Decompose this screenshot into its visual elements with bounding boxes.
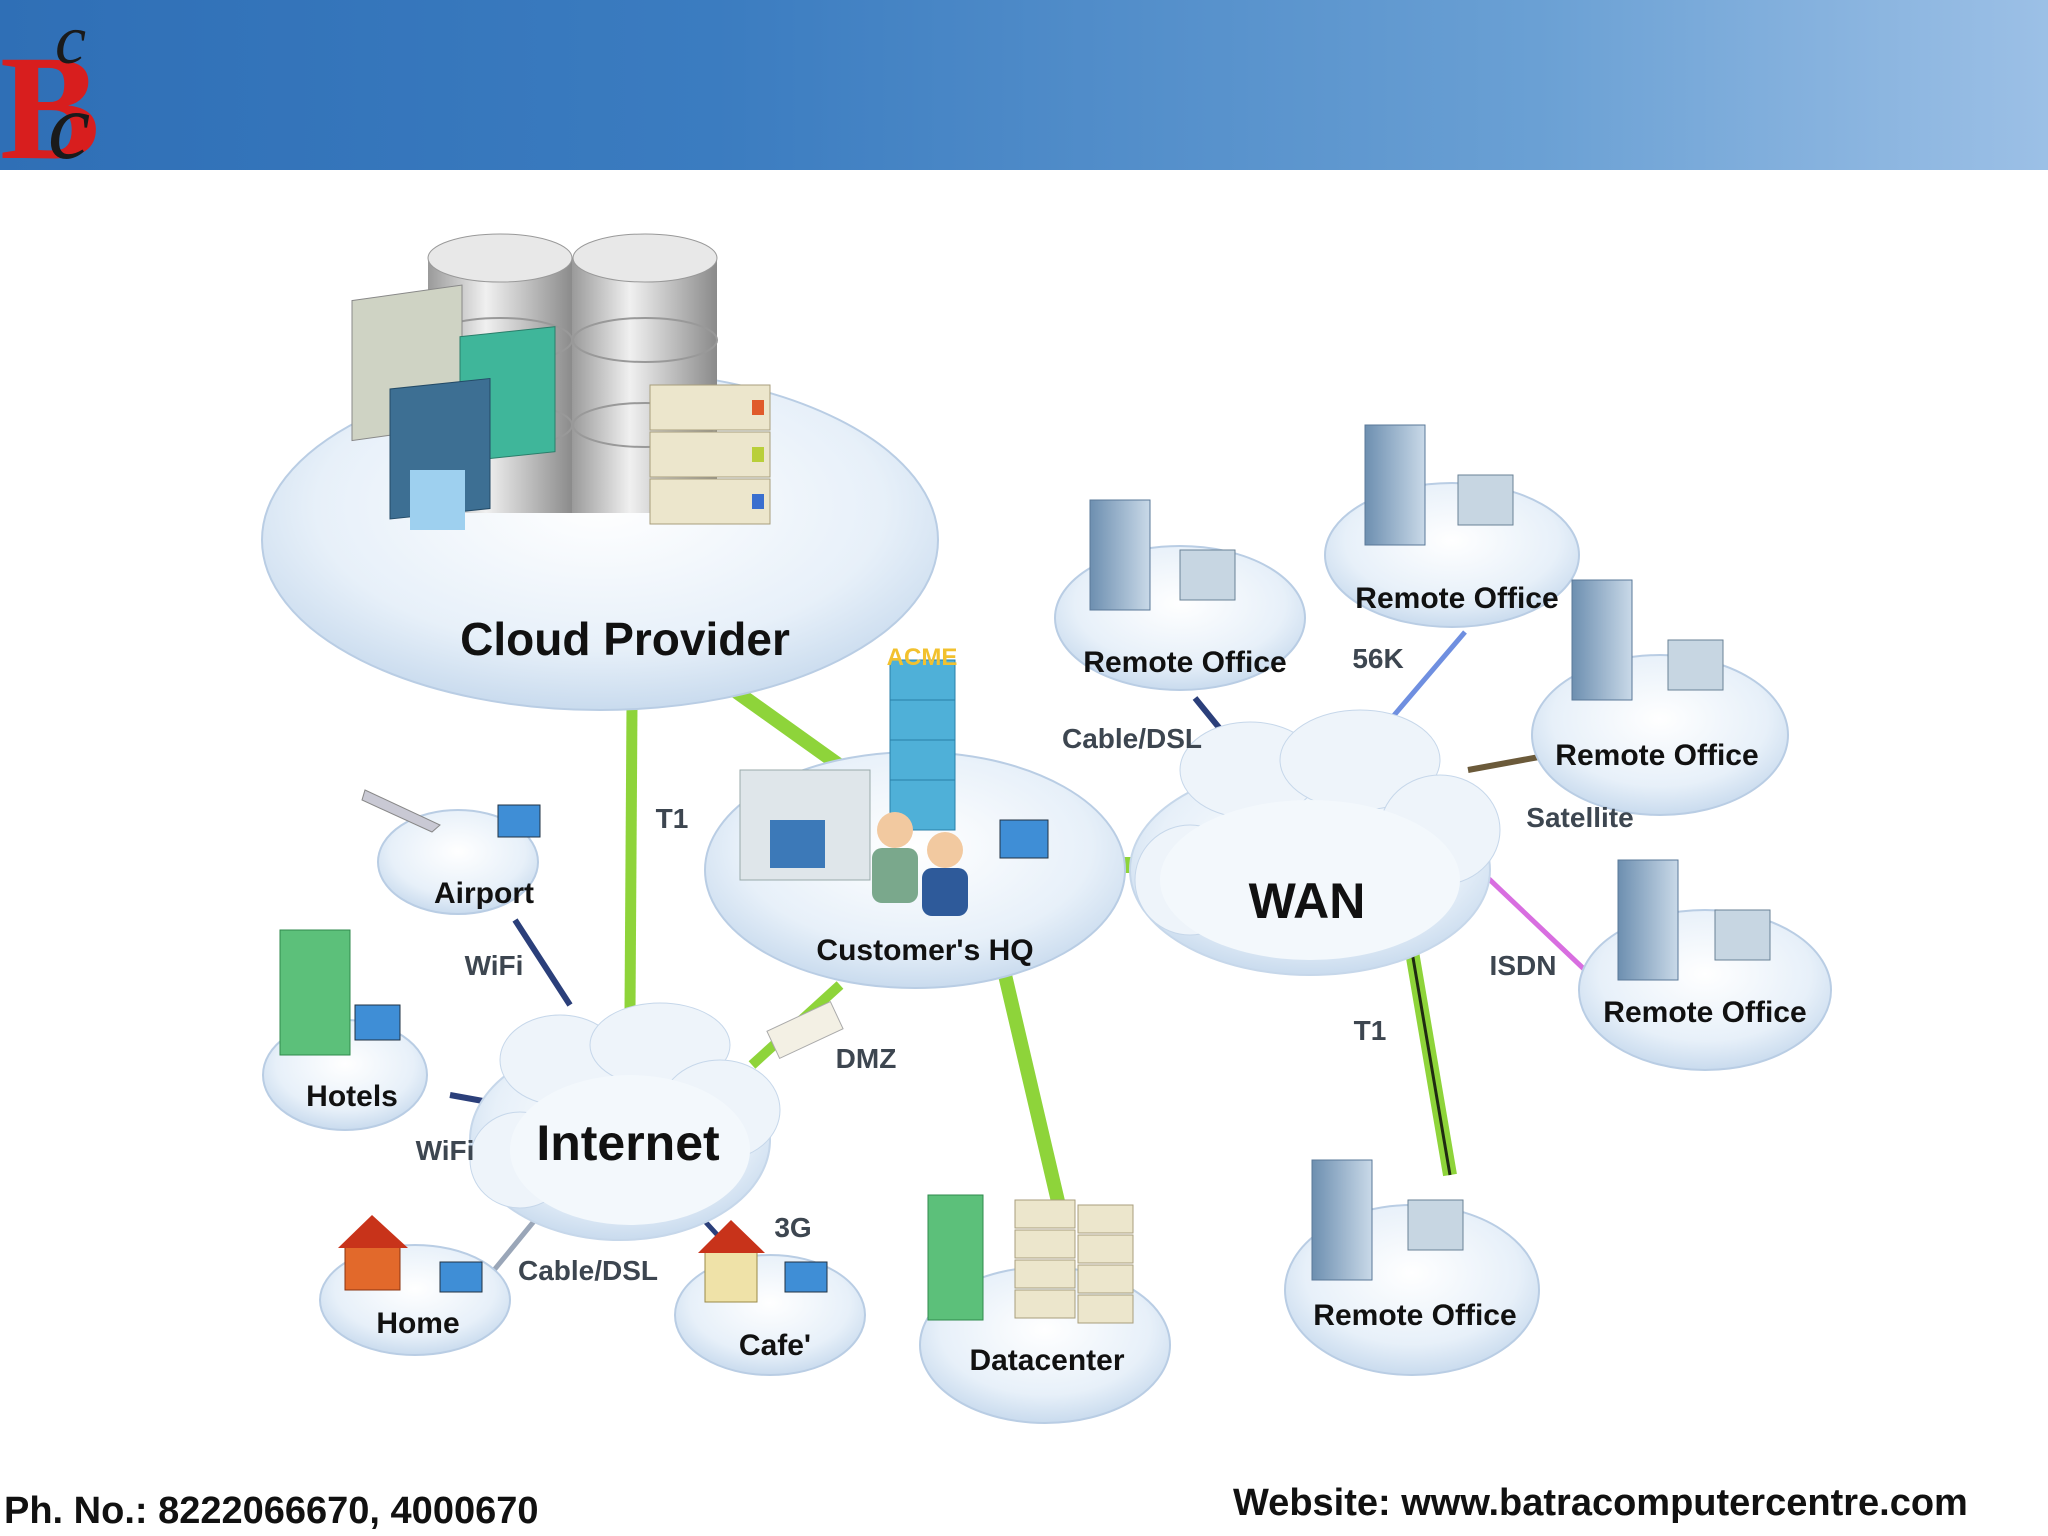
link-isdn [1486,876,1587,972]
airport-label: Airport [434,877,534,910]
office-building-icon [1089,499,1151,611]
cafe-building-icon [698,1220,765,1303]
wan-label: WAN [1249,873,1366,929]
link-cable-home [488,1218,537,1277]
link-hq-datacenter [998,973,1067,1212]
56k-label: 56K [1352,643,1403,674]
cafe-label: Cafe' [739,1329,811,1362]
green-rack-icon [927,1194,984,1321]
wifi-airport-label: WiFi [465,950,524,981]
phone-number: Ph. No.: 8222066670, 4000670 [4,1490,539,1532]
laptop-icon [999,819,1049,859]
dmz-label: DMZ [836,1043,897,1074]
datacenter-node: Datacenter [919,1194,1171,1424]
cafe-node: Cafe' [674,1220,866,1376]
remote-office-1-label: Remote Office [1083,646,1286,679]
cable-dsl-home-label: Cable/DSL [518,1255,658,1286]
satellite-label: Satellite [1526,802,1633,833]
wan-cloud: WAN [1129,709,1501,976]
laptop-icon [439,1261,483,1293]
remote-office-4-label: Remote Office [1603,996,1806,1029]
link-wifi-airport [512,918,573,1007]
link-56k [1388,630,1467,722]
customers-hq-node: ACME Customer's HQ [704,644,1126,989]
svg-text:c: c [48,73,90,168]
airplane-icon [361,789,441,833]
computer-icon [1457,474,1514,526]
cable-dsl-remote-label: Cable/DSL [1062,723,1202,754]
remote-office-node-5: Remote Office [1284,1159,1540,1376]
acme-building-icon: ACME [887,644,958,831]
laptop-icon [354,1004,401,1041]
office-building-icon [1311,1159,1373,1281]
people-icon [872,812,968,916]
server-stack-icon [1014,1199,1134,1324]
computer-icon [1667,639,1724,691]
internet-label: Internet [536,1115,720,1171]
remote-office-node-1: Remote Office [1054,499,1306,691]
remote-office-node-4: Remote Office [1578,859,1832,1071]
remote-office-5-label: Remote Office [1313,1299,1516,1332]
3g-cafe-label: 3G [774,1212,811,1243]
isdn-label: ISDN [1490,950,1557,981]
link-labels: T1 WiFi WiFi Cable/DSL 3G DMZ Cable/DSL … [416,643,1634,1286]
computer-icon [1179,549,1236,601]
network-diagram: Cloud Provider ACME Customer's HQ Airpor… [261,233,1832,1424]
t1-cloud-label: T1 [656,803,689,834]
internet-cloud: Internet [469,1002,781,1241]
computer-icon [1407,1199,1464,1251]
home-label: Home [376,1307,459,1340]
cloud-provider-node: Cloud Provider [261,233,939,711]
remote-office-2-label: Remote Office [1355,582,1558,615]
dmz-firewall-icon [766,1000,844,1060]
remote-office-node-3: Remote Office [1531,579,1789,816]
remote-office-node-2: Remote Office [1324,424,1580,628]
hotels-label: Hotels [306,1080,398,1113]
cloud-provider-label: Cloud Provider [460,613,790,665]
link-t1-cloud [624,704,638,1011]
acme-label: ACME [887,644,958,671]
server-stack-icon [649,384,771,525]
office-building-icon [1617,859,1679,981]
svg-text:B: B [0,25,100,168]
svg-text:c: c [55,8,86,79]
airport-node: Airport [361,789,541,915]
office-building-icon [1364,424,1426,546]
hotel-building-icon [279,929,351,1056]
datacenter-label: Datacenter [969,1344,1124,1377]
office-building-icon [1571,579,1633,701]
logo: B c c [0,8,100,168]
remote-office-3-label: Remote Office [1555,739,1758,772]
wifi-hotels-label: WiFi [416,1135,475,1166]
header-banner [0,0,2048,170]
app-window-icons [351,284,556,530]
laptop-icon [497,804,541,838]
customers-hq-label: Customer's HQ [816,934,1033,967]
laptop-icon [784,1261,828,1293]
computer-icon [1714,909,1771,961]
t1-wan-label: T1 [1354,1015,1387,1046]
home-node: Home [319,1215,511,1356]
hotels-node: Hotels [262,929,428,1131]
website-link[interactable]: Website: www.batracomputercentre.com [1233,1482,1968,1524]
house-icon [338,1215,408,1291]
